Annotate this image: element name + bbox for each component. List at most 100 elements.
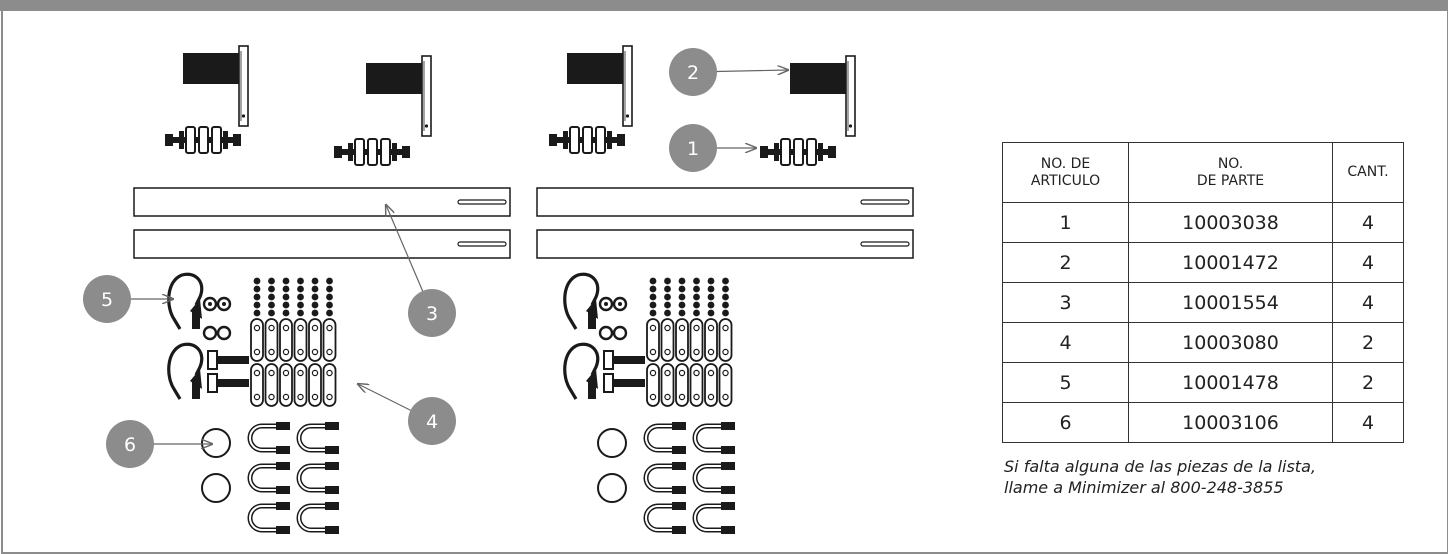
header-quantity: CANT. xyxy=(1332,142,1404,203)
s-hook-icon xyxy=(563,342,600,400)
bolt-icon xyxy=(207,373,249,393)
cell-item: 1 xyxy=(1002,202,1129,243)
hardware-nuts-grid xyxy=(253,277,333,317)
table-row: 3 10001554 4 xyxy=(1002,282,1404,323)
cell-qty: 2 xyxy=(1332,322,1404,363)
bolt-icon xyxy=(603,373,645,393)
table-row: 6 10003106 4 xyxy=(1002,402,1404,443)
s-hook-icon xyxy=(167,272,204,330)
cell-part: 10003106 xyxy=(1128,402,1333,443)
cell-item: 3 xyxy=(1002,282,1129,323)
nut-icon xyxy=(202,296,218,312)
support-bar xyxy=(536,229,914,259)
cell-qty: 4 xyxy=(1332,282,1404,323)
callout-number: 3 xyxy=(426,303,438,325)
u-bolt-icon xyxy=(692,502,735,534)
bracket-icon xyxy=(790,55,856,137)
callout-badge xyxy=(83,275,131,323)
cell-qty: 4 xyxy=(1332,202,1404,243)
u-bolt-icon xyxy=(247,462,290,494)
shackle-links-grid xyxy=(250,318,337,407)
u-bolt-icon xyxy=(643,422,686,454)
cell-qty: 4 xyxy=(1332,402,1404,443)
nut-icon xyxy=(598,296,614,312)
nut-icon xyxy=(216,296,232,312)
header-bar xyxy=(0,0,1448,11)
cell-item: 6 xyxy=(1002,402,1129,443)
washer-icon xyxy=(216,325,232,341)
u-bolt-icon xyxy=(296,462,339,494)
cell-part: 10001472 xyxy=(1128,242,1333,283)
bracket-icon xyxy=(183,45,249,127)
u-bolt-icon xyxy=(643,502,686,534)
header-part-number: NO.DE PARTE xyxy=(1128,142,1333,203)
bolt-icon xyxy=(603,350,645,370)
u-bolt-icon xyxy=(296,502,339,534)
nut-icon xyxy=(612,296,628,312)
bushing-assembly-icon xyxy=(334,138,410,166)
cell-item: 5 xyxy=(1002,362,1129,403)
washer-icon xyxy=(612,325,628,341)
u-bolt-icon xyxy=(247,502,290,534)
o-ring-icon xyxy=(201,428,231,458)
missing-parts-note: Si falta alguna de las piezas de la list… xyxy=(1004,456,1434,498)
callout-2: 2 xyxy=(669,48,788,96)
callout-4: 4 xyxy=(358,384,456,445)
cell-item: 2 xyxy=(1002,242,1129,283)
callout-badge xyxy=(669,124,717,172)
s-hook-icon xyxy=(563,272,600,330)
bolt-icon xyxy=(207,350,249,370)
bracket-icon xyxy=(567,45,633,127)
callout-number: 4 xyxy=(426,411,438,433)
u-bolt-icon xyxy=(692,422,735,454)
support-bar xyxy=(133,229,511,259)
table-row: 1 10003038 4 xyxy=(1002,202,1404,243)
o-ring-icon xyxy=(597,428,627,458)
callout-5: 5 xyxy=(83,275,173,323)
note-line-1: Si falta alguna de las piezas de la list… xyxy=(1004,457,1316,476)
cell-part: 10001478 xyxy=(1128,362,1333,403)
cell-item: 4 xyxy=(1002,322,1129,363)
cell-part: 10001554 xyxy=(1128,282,1333,323)
callout-number: 5 xyxy=(101,289,113,311)
hardware-nuts-grid xyxy=(649,277,729,317)
note-line-2: llame a Minimizer al 800-248-3855 xyxy=(1004,478,1284,497)
callout-badge xyxy=(106,420,154,468)
s-hook-icon xyxy=(167,342,204,400)
callout-badge xyxy=(408,289,456,337)
washer-icon xyxy=(202,325,218,341)
cell-qty: 2 xyxy=(1332,362,1404,403)
cell-part: 10003080 xyxy=(1128,322,1333,363)
support-bar xyxy=(133,187,511,217)
callout-number: 6 xyxy=(124,434,136,456)
cell-qty: 4 xyxy=(1332,242,1404,283)
callout-number: 1 xyxy=(687,138,699,160)
u-bolt-icon xyxy=(247,422,290,454)
o-ring-icon xyxy=(201,473,231,503)
cell-part: 10003038 xyxy=(1128,202,1333,243)
table-row: 2 10001472 4 xyxy=(1002,242,1404,283)
washer-icon xyxy=(598,325,614,341)
table-row: 5 10001478 2 xyxy=(1002,362,1404,403)
bracket-icon xyxy=(366,55,432,137)
callout-3: 3 xyxy=(386,205,456,337)
callout-number: 2 xyxy=(687,62,699,84)
callout-badge xyxy=(408,397,456,445)
table-row: 4 10003080 2 xyxy=(1002,322,1404,363)
u-bolt-icon xyxy=(296,422,339,454)
shackle-links-grid xyxy=(646,318,733,407)
callout-badge xyxy=(669,48,717,96)
bushing-assembly-icon xyxy=(165,126,241,154)
u-bolt-icon xyxy=(643,462,686,494)
support-bar xyxy=(536,187,914,217)
bushing-assembly-icon xyxy=(549,126,625,154)
bushing-assembly-icon xyxy=(760,138,836,166)
callout-1: 1 xyxy=(669,124,756,172)
u-bolt-icon xyxy=(692,462,735,494)
o-ring-icon xyxy=(597,473,627,503)
callout-6: 6 xyxy=(106,420,212,468)
